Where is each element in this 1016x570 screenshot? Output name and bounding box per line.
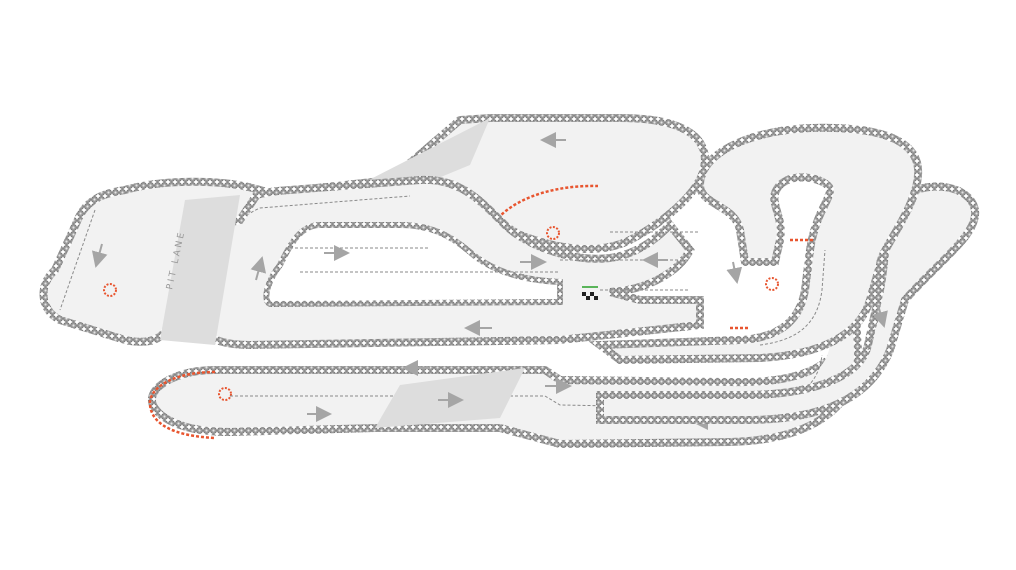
- corner-marker-icon: [218, 387, 232, 401]
- main-track-level: [185, 175, 704, 376]
- corner-marker-icon: [103, 283, 117, 297]
- right-outer-loop: [596, 182, 980, 424]
- lower-red-barrier: [148, 370, 216, 440]
- right-track-level: [588, 123, 980, 424]
- direction-arrow-icon: [726, 261, 743, 284]
- right-hairpin: [588, 123, 923, 365]
- direction-arrow-icon: [91, 243, 108, 268]
- checkered-flag-icon: [582, 286, 598, 300]
- pit-lane-surface: [160, 195, 240, 345]
- upper-red-barrier: [497, 184, 599, 219]
- direction-arrow-icon: [872, 304, 888, 328]
- direction-arrow-icon: [250, 256, 267, 281]
- corner-marker-icon: [546, 226, 560, 240]
- pit-lane-level: PIT LANE: [39, 177, 267, 346]
- corner-marker-icon: [765, 277, 779, 291]
